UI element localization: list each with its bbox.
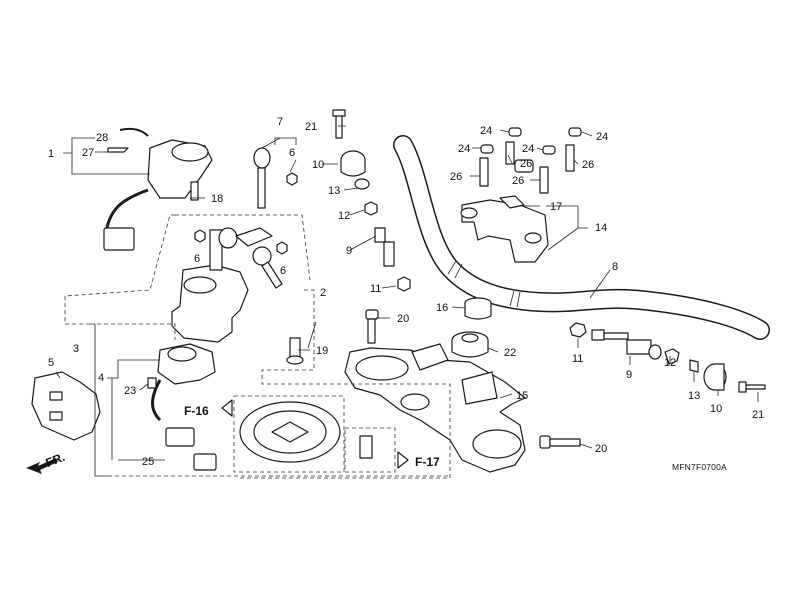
label-part-15: 15 bbox=[516, 390, 528, 402]
stem-nut bbox=[451, 331, 489, 358]
reference-f17: F-17 bbox=[415, 455, 440, 469]
bolt-20-lower bbox=[539, 435, 581, 449]
nuts-6 bbox=[194, 172, 298, 255]
label-part-21-left: 21 bbox=[305, 121, 317, 133]
label-part-14: 14 bbox=[595, 222, 607, 234]
leader-lines bbox=[55, 125, 759, 479]
top-bridge bbox=[344, 343, 526, 473]
label-part-7: 7 bbox=[277, 116, 283, 128]
label-part-21-right: 21 bbox=[752, 409, 764, 421]
part-number-labels: 1 2 3 4 5 6 6 6 7 8 9 9 10 10 11 11 12 1… bbox=[44, 116, 765, 472]
label-part-24-d: 24 bbox=[522, 143, 534, 155]
label-part-16: 16 bbox=[436, 302, 448, 314]
f17-arrow bbox=[397, 451, 409, 469]
label-part-3: 3 bbox=[73, 343, 79, 355]
label-part-4: 4 bbox=[98, 372, 104, 384]
label-part-20-upper: 20 bbox=[397, 313, 409, 325]
label-part-12-right: 12 bbox=[664, 357, 676, 369]
label-part-18: 18 bbox=[211, 193, 223, 205]
bolt-20-upper bbox=[365, 309, 379, 344]
switch-assembly-4 bbox=[147, 343, 217, 471]
label-part-13-left: 13 bbox=[328, 185, 340, 197]
label-part-23: 23 bbox=[124, 385, 136, 397]
handlebar-holder-upper bbox=[460, 195, 549, 263]
label-part-26-c: 26 bbox=[450, 171, 462, 183]
main-switch bbox=[103, 127, 213, 251]
bolt-19 bbox=[286, 337, 304, 365]
key-set bbox=[218, 147, 283, 289]
label-part-11-right: 11 bbox=[572, 353, 583, 365]
label-part-24-c: 24 bbox=[458, 143, 470, 155]
label-part-8: 8 bbox=[612, 261, 618, 273]
label-part-9-right: 9 bbox=[626, 369, 632, 381]
fuel-cap-area bbox=[233, 395, 396, 473]
label-part-20-lower: 20 bbox=[595, 443, 607, 455]
bolt-set-upper-holder bbox=[479, 127, 582, 194]
label-part-19: 19 bbox=[316, 345, 328, 357]
label-part-10-right: 10 bbox=[710, 403, 722, 415]
label-part-26-d: 26 bbox=[512, 175, 524, 187]
label-part-2: 2 bbox=[320, 287, 326, 299]
label-part-6-right: 6 bbox=[280, 265, 286, 277]
label-part-28: 28 bbox=[96, 132, 108, 144]
label-part-25: 25 bbox=[142, 456, 154, 468]
reference-f16: F-16 bbox=[184, 404, 209, 418]
diagram-code: MFN7F0700A bbox=[672, 462, 727, 472]
label-part-10-left: 10 bbox=[312, 159, 324, 171]
label-part-26-a: 26 bbox=[520, 158, 532, 170]
label-part-24-a: 24 bbox=[480, 125, 492, 137]
handlebar bbox=[393, 135, 770, 340]
label-part-1: 1 bbox=[48, 148, 54, 160]
label-part-12-left: 12 bbox=[338, 210, 350, 222]
ignition-switch bbox=[171, 229, 249, 343]
label-part-11-left: 11 bbox=[370, 283, 381, 295]
bar-end-weight-right bbox=[569, 322, 766, 393]
label-part-9-left: 9 bbox=[346, 245, 352, 257]
label-part-24-b: 24 bbox=[596, 131, 608, 143]
label-part-6-left: 6 bbox=[194, 253, 200, 265]
f16-arrow bbox=[221, 399, 233, 417]
label-part-5: 5 bbox=[48, 357, 54, 369]
label-part-17: 17 bbox=[550, 201, 562, 213]
label-part-6-top: 6 bbox=[289, 147, 295, 159]
label-part-26-b: 26 bbox=[582, 159, 594, 171]
label-part-27: 27 bbox=[82, 147, 94, 159]
label-part-13-right: 13 bbox=[688, 390, 700, 402]
label-part-22: 22 bbox=[504, 347, 516, 359]
front-direction-arrow bbox=[26, 458, 58, 474]
bracket-5 bbox=[31, 371, 101, 441]
front-direction-label: FR. bbox=[44, 450, 67, 470]
cap bbox=[464, 297, 492, 320]
